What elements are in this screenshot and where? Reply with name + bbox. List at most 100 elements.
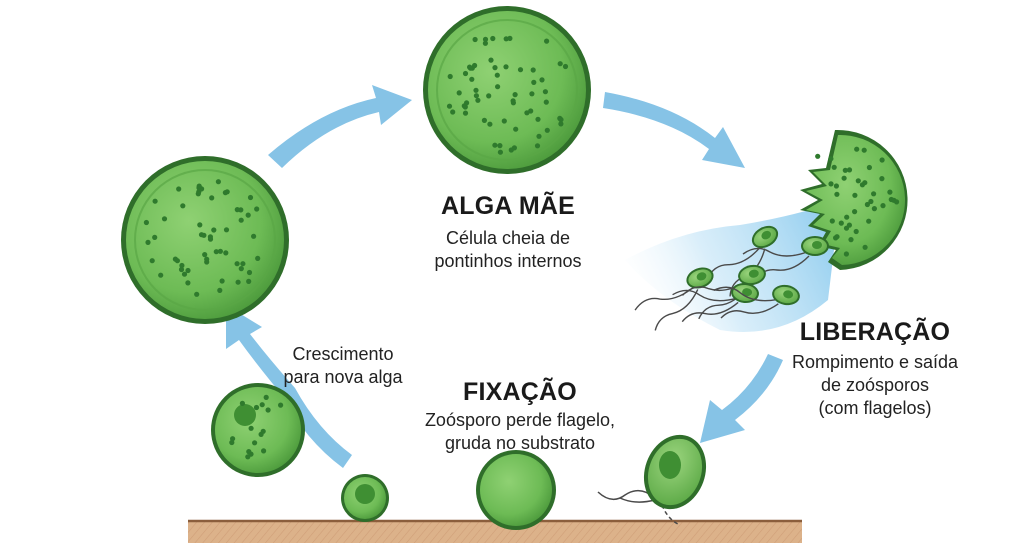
zoospores <box>634 225 829 331</box>
cell-dot <box>855 178 861 184</box>
cell-dot <box>486 93 492 99</box>
cell-dot <box>492 142 498 148</box>
cell-dot <box>558 117 564 123</box>
cell-dot <box>517 67 524 73</box>
substrate <box>188 519 802 543</box>
release-title: LIBERAÇÃO <box>799 318 951 346</box>
growing-cell <box>211 383 305 477</box>
arrow-to-release <box>603 92 745 168</box>
cell-dot <box>217 248 223 254</box>
cell-dot <box>473 87 479 93</box>
release-burst <box>625 200 840 332</box>
cell-dot <box>544 38 550 44</box>
cell-dot <box>234 261 240 267</box>
cell-dot <box>473 93 479 99</box>
cell-dot <box>152 198 158 204</box>
cell-dot <box>259 402 265 408</box>
cell-dot <box>260 428 266 434</box>
cell-dot <box>209 195 215 201</box>
cell-dot <box>558 121 564 127</box>
cell-dot <box>536 133 542 139</box>
cell-dot <box>197 222 203 228</box>
cell-dot <box>207 234 213 240</box>
cell-dot <box>494 72 500 78</box>
cell-dot <box>511 145 517 151</box>
cell-dot <box>866 218 872 224</box>
label-fixation: FIXAÇÃO Zoósporo perde flagelo, gruda no… <box>400 378 640 455</box>
cell-dot <box>834 234 840 240</box>
label-release: LIBERAÇÃO Rompimento e saída de zoósporo… <box>775 318 975 420</box>
cell-dot <box>490 35 496 42</box>
cell-dot <box>185 267 191 274</box>
cell-dot <box>213 249 219 255</box>
cell-dot <box>462 110 469 116</box>
cell-dot <box>462 70 469 77</box>
cell-dot <box>512 92 518 98</box>
cell-dot <box>894 199 900 205</box>
cell-dot <box>828 156 834 162</box>
cell-dot <box>254 206 260 212</box>
cell-dot <box>467 64 473 70</box>
cell-dot <box>846 222 853 228</box>
cell-dot <box>235 279 241 285</box>
growth-line-1: Crescimento <box>292 344 394 364</box>
cell-dot <box>158 272 164 278</box>
cell-dot <box>543 99 549 105</box>
cell-dot <box>469 76 475 82</box>
cell-dot <box>879 176 885 182</box>
small-attached-cell <box>341 474 389 522</box>
cell-dot <box>240 261 246 267</box>
cell-dot <box>464 100 470 106</box>
cell-dot <box>195 191 201 197</box>
cell-dot <box>215 179 221 185</box>
fixation-line-2: gruda no substrato <box>444 433 596 453</box>
cell-dot <box>238 266 244 272</box>
cell-dot <box>181 271 188 277</box>
cell-dot <box>176 186 182 192</box>
cell-dot <box>879 157 885 163</box>
cell-dot <box>229 439 235 446</box>
mother-cell <box>423 6 591 174</box>
cell-dot <box>447 73 453 80</box>
cell-dot <box>247 194 254 201</box>
fixation-title: FIXAÇÃO <box>463 378 577 406</box>
cell-dot <box>524 110 530 116</box>
cell-dot <box>852 192 858 198</box>
cell-dot <box>815 153 821 159</box>
cell-dot <box>217 287 223 293</box>
cell-dot <box>487 121 493 127</box>
cell-dot <box>245 212 251 218</box>
release-line-2: de zoósporos <box>820 375 930 395</box>
cell-dot <box>180 203 186 209</box>
cell-dot <box>152 234 158 240</box>
cell-dot <box>539 77 545 83</box>
cell-dot <box>475 97 481 103</box>
release-line-3: (com flagelos) <box>818 398 932 418</box>
cell-dot <box>557 61 563 67</box>
cell-dot <box>174 258 180 264</box>
cell-dot <box>194 291 200 297</box>
cell-dot <box>503 36 509 42</box>
cell-dot <box>248 425 254 431</box>
cell-dot <box>223 227 230 233</box>
cell-dot <box>853 228 859 235</box>
mother-line-2: pontinhos internos <box>434 251 582 271</box>
cell-dot <box>838 220 844 226</box>
arrow-to-fixation <box>700 354 783 443</box>
cell-dot <box>510 98 516 104</box>
zoospore <box>742 236 829 281</box>
cell-dot <box>503 64 509 70</box>
cell-dot <box>880 203 886 209</box>
cell-dot <box>149 258 155 264</box>
cell-dot <box>495 84 501 90</box>
zoospore <box>672 282 759 323</box>
cell-dot <box>178 266 185 273</box>
cell-dot <box>534 143 541 149</box>
cell-dot <box>456 90 462 96</box>
cell-dot <box>530 67 536 73</box>
zoospore <box>634 267 714 331</box>
cell-dot <box>204 259 210 265</box>
cell-dot <box>265 407 271 413</box>
cell-dot <box>828 181 834 187</box>
cell-dot <box>488 57 494 63</box>
